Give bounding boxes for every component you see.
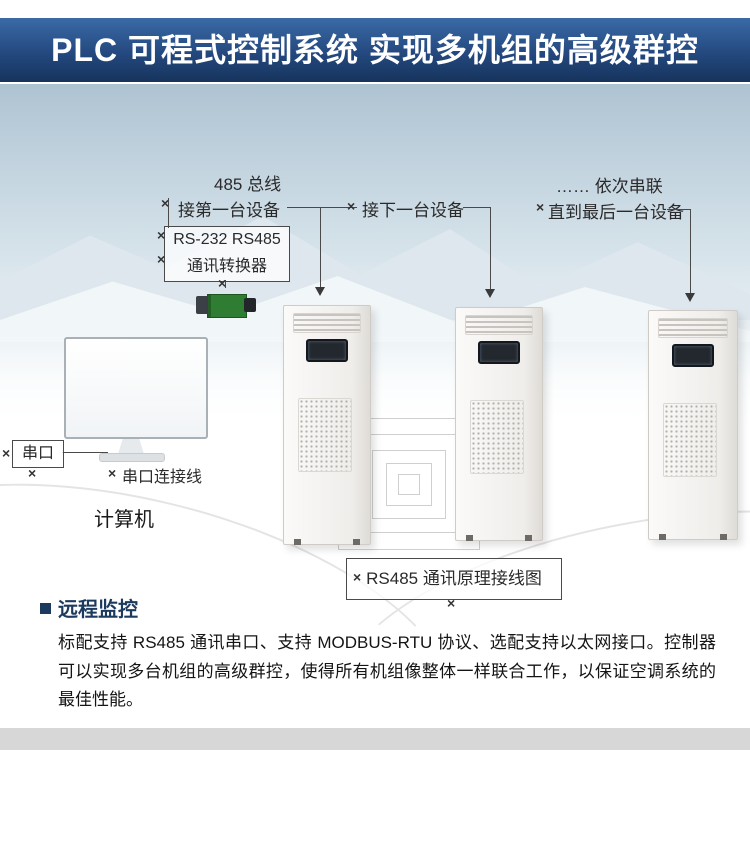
section-heading: 远程监控 [58,599,138,621]
x-mark-icon: × [28,465,37,481]
monitor-stand-base [99,453,165,462]
ac-unit-top-vent [658,318,728,338]
ac-unit-grille [470,400,524,474]
chain-label-line2: 直到最后一台设备 [548,203,684,222]
next-device-label: 接下一台设备 [362,201,464,220]
serial-cable-label: 串口连接线 [122,469,203,486]
converter-label-line2: 通讯转换器 [186,258,267,275]
x-mark-icon: × [157,251,166,267]
ac-unit-foot [525,535,532,541]
perspective-rect-4 [386,463,432,506]
rs232-rs485-converter-device [196,288,256,322]
ac-unit-display [672,344,714,367]
section-bullet [40,603,51,614]
perspective-rect-5 [398,474,420,495]
ac-unit-foot [294,539,301,545]
leader-line [320,207,321,289]
bus-label: 485 总线 [214,175,282,194]
ac-unit-3 [648,310,738,540]
leader-line [225,280,226,288]
x-mark-icon: × [2,445,11,461]
serial-port-box: 串口 [12,440,64,468]
x-mark-icon: × [353,569,362,585]
x-mark-icon: × [536,199,545,215]
converter-label-box: RS-232 RS485 通讯转换器 [164,226,290,282]
arrow-down-icon [485,289,495,298]
ac-unit-grille [663,403,717,477]
monitor-stand-neck [118,439,144,454]
converter-terminal [244,298,256,312]
x-mark-icon: × [347,198,356,214]
x-mark-icon: × [108,465,117,481]
title-banner: PLC 可程式控制系统 实现多机组的高级群控 [0,18,750,82]
ac-unit-grille [298,398,352,472]
converter-label-line1: RS-232 RS485 [173,231,281,248]
section-body: 标配支持 RS485 通讯串口、支持 MODBUS-RTU 协议、选配支持以太网… [58,633,716,710]
ac-unit-foot [720,534,727,540]
leader-line [667,209,690,210]
x-mark-icon: × [161,195,170,211]
bottom-bar [0,728,750,750]
leader-line [690,209,691,295]
ac-unit-foot [353,539,360,545]
ac-unit-foot [466,535,473,541]
perspective-rect-3 [372,450,446,519]
arrow-down-icon [315,287,325,296]
ac-unit-2 [455,307,543,541]
ac-unit-display [306,339,348,362]
x-mark-icon: × [447,595,456,611]
leader-line [168,198,169,228]
leader-line [490,207,491,291]
ac-unit-foot [659,534,666,540]
ac-unit-display [478,341,520,364]
leader-line [463,207,490,208]
chain-label-line1: …… 依次串联 [556,177,663,196]
computer-label: 计算机 [94,509,154,531]
arrow-down-icon [685,293,695,302]
converter-db9-connector [196,296,209,314]
computer-monitor [64,337,208,439]
leader-line [287,207,357,208]
ac-unit-1 [283,305,371,545]
page-title: PLC 可程式控制系统 实现多机组的高级群控 [51,32,699,68]
converter-body [207,294,247,318]
first-device-label: 接第一台设备 [178,201,280,220]
ac-unit-top-vent [293,313,361,333]
wiring-diagram-box: RS485 通讯原理接线图 [346,558,562,600]
leader-line [62,452,108,453]
x-mark-icon: × [157,227,166,243]
x-mark-icon: × [218,275,227,291]
ac-unit-top-vent [465,315,533,335]
